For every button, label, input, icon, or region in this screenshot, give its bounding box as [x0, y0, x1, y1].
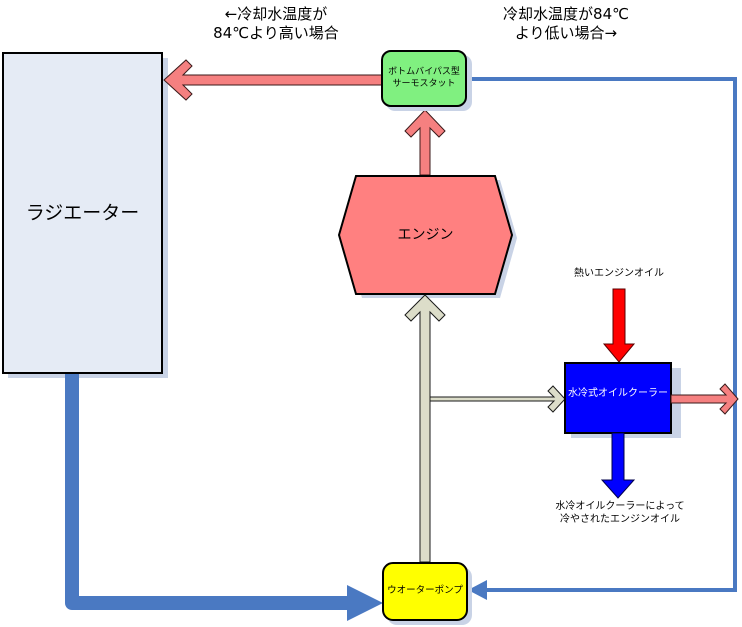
hot-oil-arrow: [602, 288, 636, 363]
above-84-line2: 84℃より高い場合: [213, 23, 339, 42]
cooled-oil-label: 水冷オイルクーラーによって 冷やされたエンジンオイル: [540, 501, 700, 526]
radiator-to-pump-line: [65, 366, 357, 610]
pump-to-oil-cooler-arrow: [429, 385, 566, 413]
oil-cooler-label: 水冷式オイルクーラー: [568, 387, 668, 399]
thermostat-box: [381, 50, 467, 107]
above-84-label: ←冷却水温度が 84℃より高い場合: [196, 5, 356, 43]
below-84-label: 冷却水温度が84℃ より低い場合→: [486, 5, 646, 43]
cooled-oil-arrow: [600, 432, 636, 499]
cooled-oil-line2: 冷やされたエンジンオイル: [560, 513, 680, 525]
pump-to-engine-arrow: [404, 294, 446, 563]
below-84-line1: 冷却水温度が84℃: [503, 5, 629, 23]
engine-label: エンジン: [397, 226, 454, 243]
below-84-line2: より低い場合→: [514, 23, 618, 42]
cooled-oil-line1: 水冷オイルクーラーによって: [555, 501, 685, 512]
water-pump-label: ウオーターポンプ: [387, 585, 463, 597]
engine-to-thermostat-arrow: [404, 109, 446, 176]
oil-cooler-outlet-arrow: [670, 383, 739, 415]
hot-oil-label: 熱いエンジンオイル: [574, 268, 664, 279]
thermostat-to-radiator-arrow: [163, 59, 383, 101]
thermostat-label: ボトムバイパス型 サーモスタット: [382, 51, 466, 106]
bypass-arrowhead: [468, 580, 487, 600]
engine-hexagon: [337, 175, 514, 295]
water-pump-box: [382, 562, 468, 621]
bypass-coolant-line: [466, 77, 737, 592]
thermostat-label-line2: サーモスタット: [392, 78, 456, 89]
radiator-label: ラジエーター: [25, 201, 140, 224]
radiator-box: [2, 52, 163, 374]
thermostat-label-line1: ボトムバイパス型: [388, 66, 460, 77]
above-84-line1: ←冷却水温度が: [224, 5, 328, 23]
radiator-to-pump-arrowhead: [347, 585, 383, 621]
